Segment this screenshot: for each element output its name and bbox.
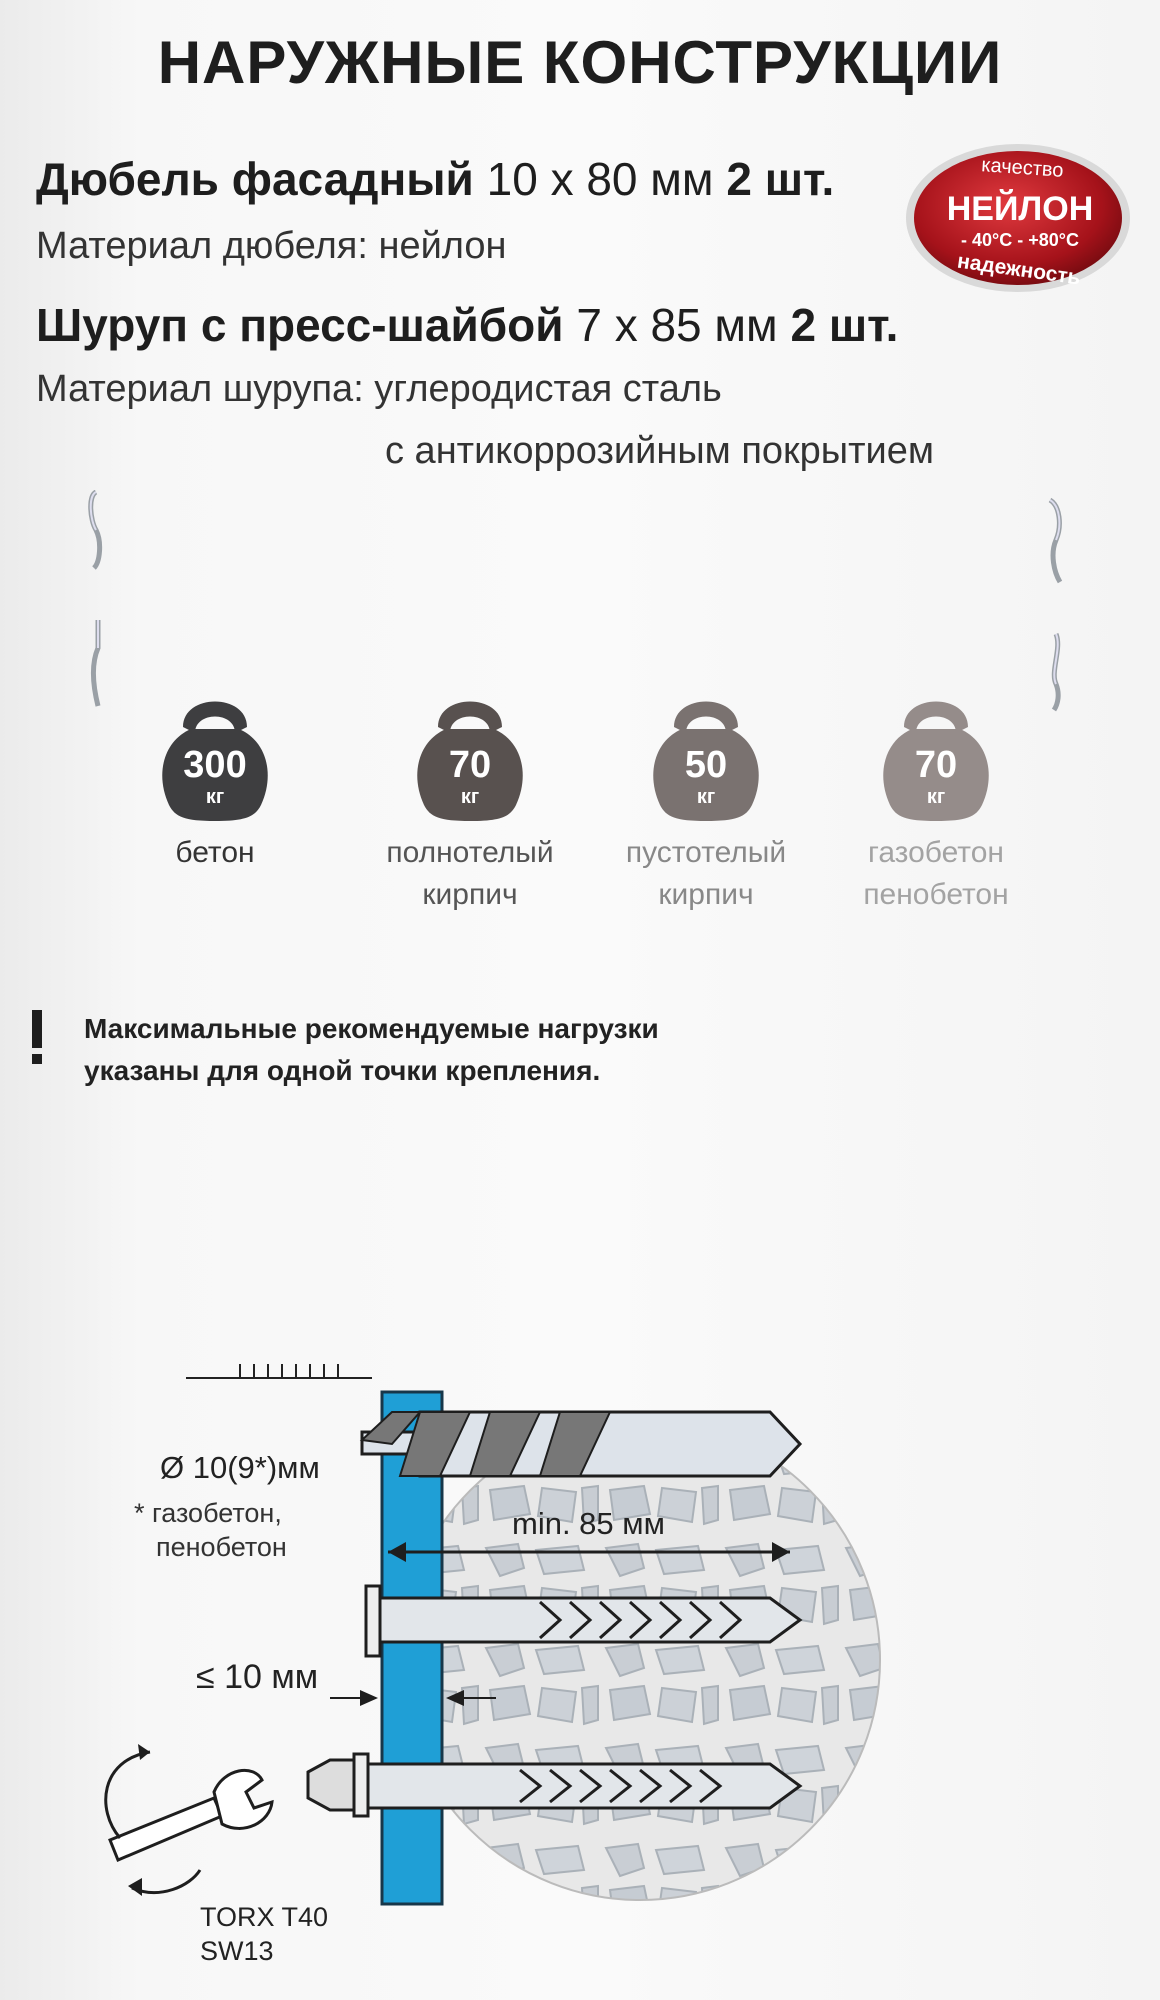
dowel-line: Дюбель фасадный 10 х 80 мм 2 шт.: [36, 152, 834, 206]
load-label-line1: газобетон: [868, 836, 1004, 869]
screw-qty: 2 шт.: [790, 299, 899, 351]
tool-label-line2: SW13: [200, 1936, 274, 1966]
depth-dimension: [388, 1542, 790, 1562]
gap-dimension: [330, 1690, 496, 1706]
load-label-line2: пенобетон: [863, 878, 1009, 911]
load-material-label: пустотелый кирпич: [586, 832, 826, 916]
dowel-upper: [364, 1584, 803, 1658]
masonry-section: [399, 1419, 881, 1901]
dowel-name: Дюбель фасадный: [36, 153, 474, 205]
wrench-icon: [104, 1744, 274, 1896]
page-title: НАРУЖНЫЕ КОНСТРУКЦИИ: [157, 29, 1003, 96]
drill-bit: [359, 1410, 803, 1478]
min-depth-label: min. 85 мм: [512, 1506, 665, 1541]
load-label-line1: пустотелый: [625, 836, 787, 869]
dowel-size: 10 х 80 мм: [486, 153, 714, 205]
installation-diagram: Ø 10(9*)мм * газобетон, пенобетон min. 8…: [104, 1364, 881, 1966]
drill-note-line1: * газобетон,: [134, 1498, 282, 1528]
gap-label: ≤ 10 мм: [196, 1658, 318, 1696]
staple-icon: [91, 620, 101, 707]
dowel-material: Материал дюбеля: нейлон: [36, 225, 507, 267]
badge-disc: [914, 151, 1122, 285]
screw-name: Шуруп с пресс-шайбой: [36, 299, 564, 351]
badge-temp-text: - 40°C - +80°C: [961, 230, 1079, 250]
hex-head: [306, 1758, 356, 1812]
load-label-line1: полнотелый: [386, 836, 554, 869]
staple-icon: [88, 490, 103, 570]
load-unit: кг: [697, 786, 715, 808]
dowel-qty: 2 шт.: [726, 153, 835, 205]
dowel-with-screw: [306, 1752, 803, 1818]
load-value: 70: [449, 744, 491, 786]
load-value: 50: [685, 744, 727, 786]
load-unit: кг: [461, 786, 479, 808]
load-label-line1: бетон: [175, 836, 255, 869]
screw-material-line1: Материал шурупа: углеродистая сталь: [36, 368, 722, 410]
exclamation-icon: [32, 1010, 42, 1064]
load-material-label: газобетон пенобетон: [816, 832, 1056, 916]
load-material-label: полнотелый кирпич: [350, 832, 590, 916]
tool-label-line1: TORX T40: [200, 1902, 328, 1932]
staple-icon: [1048, 497, 1063, 584]
screw-line: Шуруп с пресс-шайбой 7 х 85 мм 2 шт.: [36, 298, 898, 352]
load-label-line2: кирпич: [422, 878, 518, 911]
drill-diameter-label: Ø 10(9*)мм: [160, 1450, 320, 1485]
warning-text: Максимальные рекомендуемые нагрузки указ…: [84, 1008, 659, 1092]
nylon-quality-badge: качество НЕЙЛОН - 40°C - +80°C надежност…: [906, 144, 1130, 292]
warning-line1: Максимальные рекомендуемые нагрузки: [84, 1013, 659, 1044]
badge-main-text: НЕЙЛОН: [947, 189, 1094, 228]
load-label-line2: кирпич: [658, 878, 754, 911]
load-material-label: бетон: [95, 832, 335, 874]
load-value: 300: [183, 744, 246, 786]
screw-material-line2: с антикоррозийным покрытием: [385, 430, 934, 472]
staple-icon: [1051, 633, 1061, 712]
load-unit: кг: [206, 786, 224, 808]
load-value: 70: [915, 744, 957, 786]
warning-line2: указаны для одной точки крепления.: [84, 1055, 601, 1086]
load-unit: кг: [927, 786, 945, 808]
rotation-marks: [186, 1364, 372, 1379]
screw-size: 7 х 85 мм: [576, 299, 778, 351]
drill-note-line2: пенобетон: [156, 1532, 287, 1562]
